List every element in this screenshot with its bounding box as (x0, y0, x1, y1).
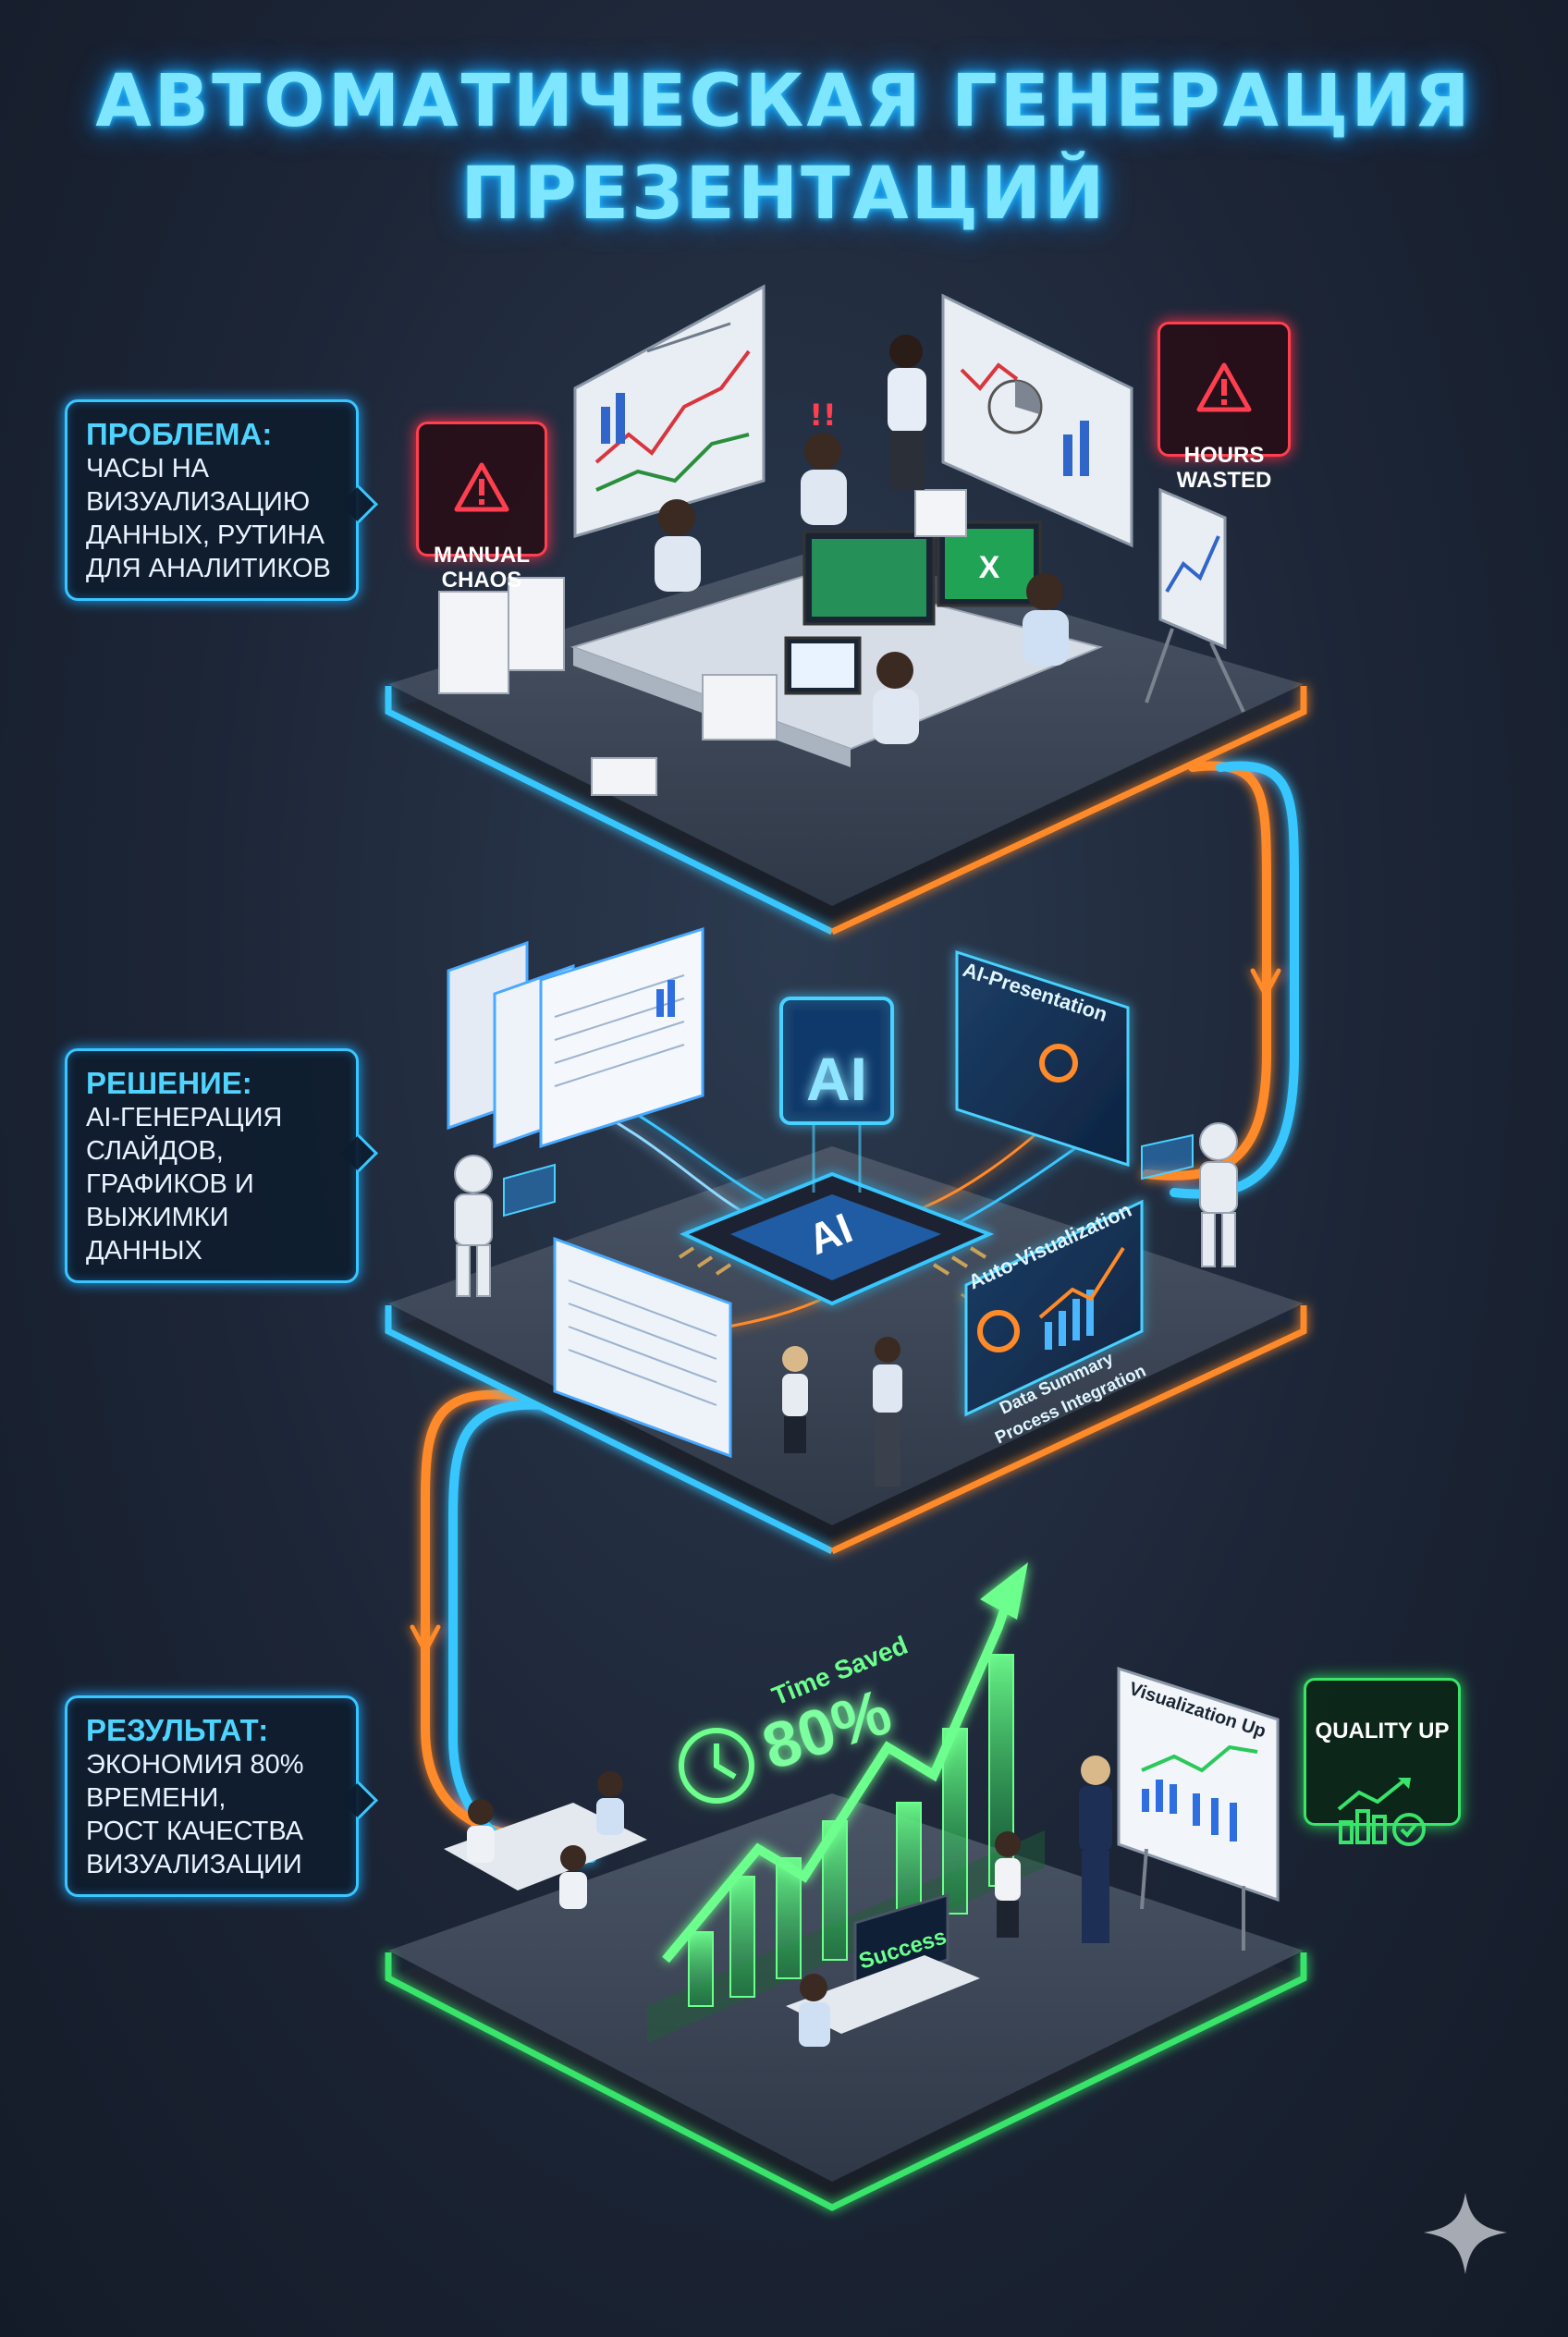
auto-visualization-label: Auto-Visualization (965, 1198, 1135, 1294)
ai-cube-hologram (779, 997, 894, 1193)
clock-icon (679, 1728, 754, 1804)
analysts: !! (655, 335, 1069, 744)
team-result (444, 1756, 1112, 2047)
paper-stacks (438, 489, 967, 796)
manual-chaos-text: Manual Chaos (434, 543, 530, 593)
warning-icon (454, 462, 509, 512)
auto-visualization-screen (964, 1199, 1144, 1417)
result-callout: Результат: Экономия 80% времени, рост ка… (65, 1695, 379, 1897)
manual-chaos-badge: Manual Chaos (416, 422, 547, 593)
robot-right (1141, 1122, 1238, 1267)
page-title: Автоматическая генерация презентаций (95, 60, 1473, 236)
whiteboard-right (941, 293, 1133, 548)
ai-presentation-label: AI-Presentation (960, 958, 1109, 1026)
growth-hologram (647, 1562, 1045, 2043)
data-table-screen (553, 1236, 732, 1459)
hours-wasted-badge: Hours Wasted (1158, 322, 1291, 493)
solution-heading: Решение: (86, 1066, 252, 1100)
business-people-middle (782, 1337, 902, 1487)
ai-presentation-screen (955, 949, 1130, 1387)
quality-up-text: Quality Up (1315, 1719, 1450, 1744)
result-text: Экономия 80% времени, рост качества визу… (86, 1750, 304, 1879)
result-heading: Результат: (86, 1713, 269, 1747)
svg-text:X: X (979, 550, 1000, 585)
solution-text: AI-генерация слайдов, графиков и выжимки… (86, 1103, 283, 1266)
ai-chip (678, 1171, 995, 1306)
data-sheets-left (447, 926, 704, 1149)
success-label: Success (856, 1924, 949, 1974)
problem-text: Часы на визуализацию данных, рутина для … (86, 454, 331, 583)
warning-icon (1196, 362, 1252, 412)
problem-callout: Проблема: Часы на визуализацию данных, р… (65, 399, 379, 601)
svg-text:!!: !! (809, 398, 836, 433)
ai-chip-label: AI (802, 1204, 859, 1264)
flipchart (1145, 487, 1245, 713)
whiteboard-left (573, 284, 766, 539)
success-monitor (786, 1892, 980, 2034)
chart-check-icon (1337, 1778, 1426, 1846)
problem-heading: Проблема: (86, 417, 273, 451)
robot-left (454, 1155, 556, 1297)
visualization-board (1117, 1666, 1280, 1951)
sparkle-icon (1424, 2193, 1507, 2274)
visualization-up-label: Visualization Up (1126, 1679, 1268, 1743)
hours-wasted-text: Hours Wasted (1176, 443, 1272, 493)
quality-up-badge: Quality Up (1304, 1678, 1461, 1846)
ai-cube-label: AI (806, 1045, 867, 1113)
solution-callout: Решение: AI-генерация слайдов, графиков … (65, 1048, 379, 1283)
